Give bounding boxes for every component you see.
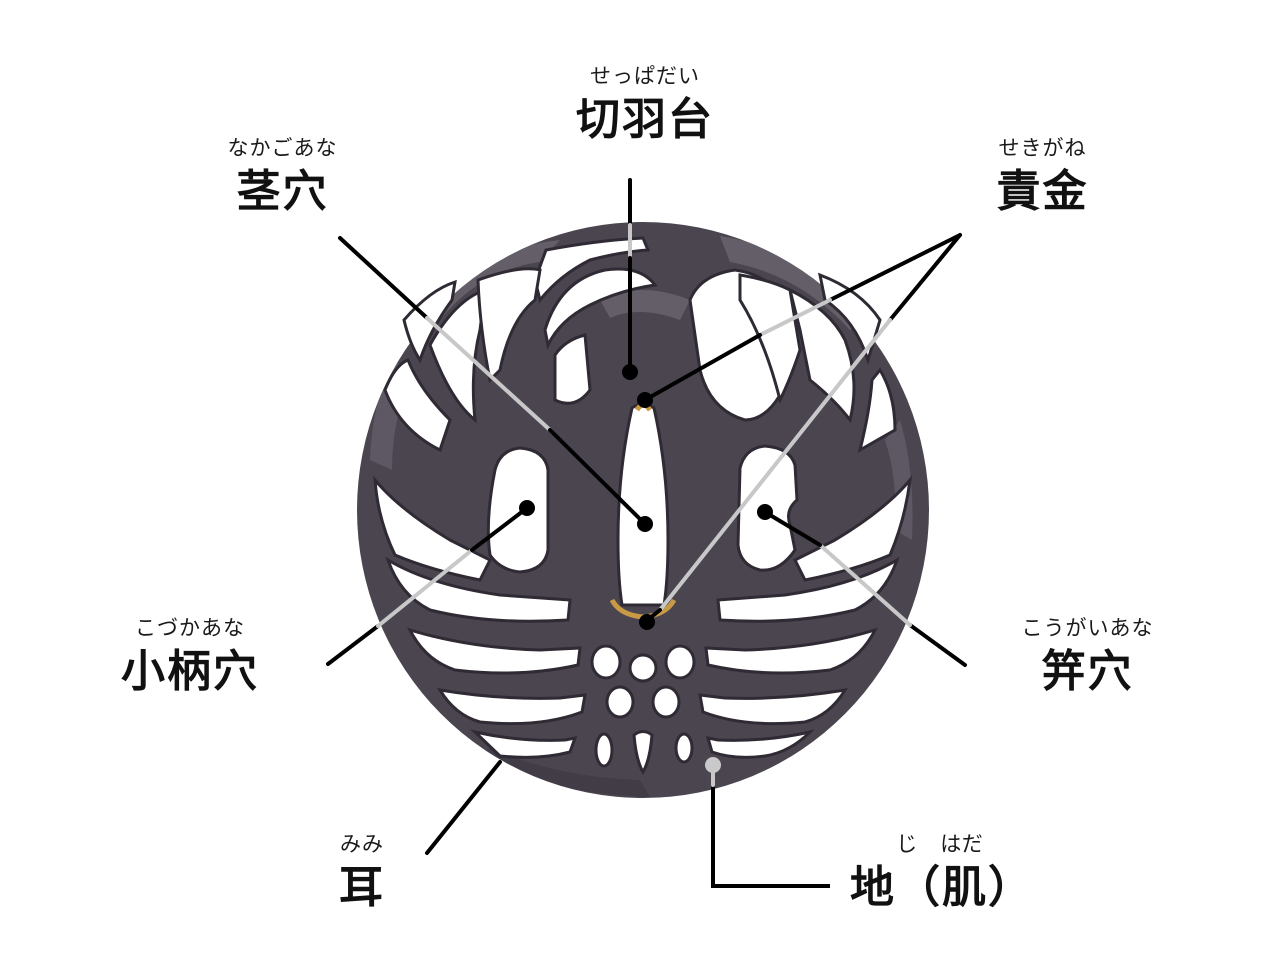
leader-kougaiana-inner bbox=[818, 543, 912, 627]
ruby-jihada: じ はだ bbox=[896, 832, 984, 856]
leader-kougaiana-outer bbox=[908, 623, 967, 667]
term-mimi: 耳 bbox=[339, 862, 385, 913]
leader-mimi bbox=[425, 760, 502, 855]
term-kozukaana: 小柄穴 bbox=[121, 646, 259, 697]
leader-sekigane-upper-outer bbox=[828, 233, 962, 302]
leader-sekigane-upper-inner bbox=[758, 298, 832, 337]
term-seppadai: 切羽台 bbox=[576, 94, 714, 145]
leader-sekigane-lower-inner bbox=[658, 318, 892, 612]
dot-nakagoana bbox=[637, 516, 653, 532]
leader-jihada bbox=[711, 785, 830, 888]
dot-jihada bbox=[705, 757, 721, 773]
leader-nakagoana-inner bbox=[425, 316, 552, 432]
term-nakagoana: 茎穴 bbox=[236, 166, 329, 217]
leader-kozukaana-outer bbox=[326, 624, 380, 666]
leader-kozukaana-inner bbox=[376, 548, 474, 628]
label-kougaiana: こうがいあな 笄穴 bbox=[1000, 616, 1175, 698]
term-jihada: 地（肌） bbox=[850, 862, 1034, 913]
leader-nakagoana-outer bbox=[338, 236, 429, 320]
ruby-kougaiana: こうがいあな bbox=[1021, 616, 1154, 640]
dot-sekigane-upper bbox=[637, 392, 653, 408]
target-dots bbox=[519, 364, 773, 773]
label-seppadai: せっぱだい 切羽台 bbox=[545, 64, 745, 146]
openwork-cutouts bbox=[373, 236, 913, 775]
leader-lines bbox=[326, 178, 967, 888]
label-mimi: みみ 耳 bbox=[312, 832, 412, 914]
dot-seppadai bbox=[622, 364, 638, 380]
label-jihada: じ はだ 地（肌） bbox=[850, 832, 1034, 914]
label-sekigane: せきがね 責金 bbox=[970, 136, 1115, 218]
dot-kozukaana bbox=[519, 500, 535, 516]
ruby-sekigane: せきがね bbox=[998, 136, 1087, 160]
leader-sekigane-lower-outer bbox=[888, 233, 962, 322]
term-kougaiana: 笄穴 bbox=[1041, 646, 1134, 697]
dot-sekigane-lower bbox=[639, 614, 655, 630]
term-sekigane: 責金 bbox=[996, 166, 1089, 217]
dot-kougaiana bbox=[757, 504, 773, 520]
ruby-seppadai: せっぱだい bbox=[590, 64, 700, 88]
ruby-nakagoana: なかごあな bbox=[227, 136, 338, 160]
label-kozukaana: こづかあな 小柄穴 bbox=[100, 616, 280, 698]
tsuba-guard bbox=[357, 222, 929, 798]
ruby-mimi: みみ bbox=[340, 832, 384, 856]
ruby-kozukaana: こづかあな bbox=[135, 616, 245, 640]
label-nakagoana: なかごあな 茎穴 bbox=[200, 136, 365, 218]
